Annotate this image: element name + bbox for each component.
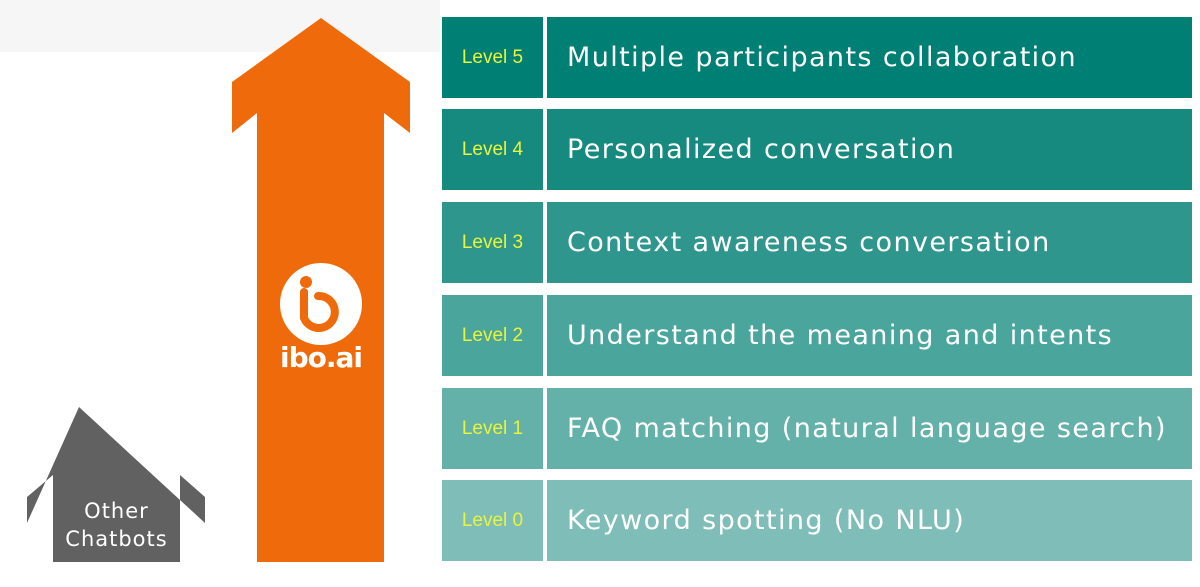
level-label: Level 2 (442, 295, 543, 376)
other-chatbots-label: Other Chatbots (53, 497, 180, 553)
level-label: Level 5 (442, 17, 543, 98)
ibo-logo-icon (280, 263, 362, 345)
level-description: FAQ matching (natural language search) (547, 388, 1192, 469)
level-description: Keyword spotting (No NLU) (547, 480, 1192, 561)
other-label-line1: Other (84, 499, 149, 523)
level-label: Level 4 (442, 109, 543, 190)
level-label: Level 3 (442, 202, 543, 283)
other-chatbots-arrow (27, 407, 205, 562)
level-description: Context awareness conversation (547, 202, 1192, 283)
ibo-logo-text: ibo.ai (279, 341, 363, 374)
level-description: Personalized conversation (547, 109, 1192, 190)
level-description: Multiple participants collaboration (547, 17, 1192, 98)
level-label: Level 0 (442, 480, 543, 561)
level-description: Understand the meaning and intents (547, 295, 1192, 376)
background-band (0, 0, 440, 52)
other-label-line2: Chatbots (65, 527, 168, 551)
arrows (27, 18, 410, 562)
level-label: Level 1 (442, 388, 543, 469)
ibo-logo: ibo.ai (277, 341, 365, 374)
